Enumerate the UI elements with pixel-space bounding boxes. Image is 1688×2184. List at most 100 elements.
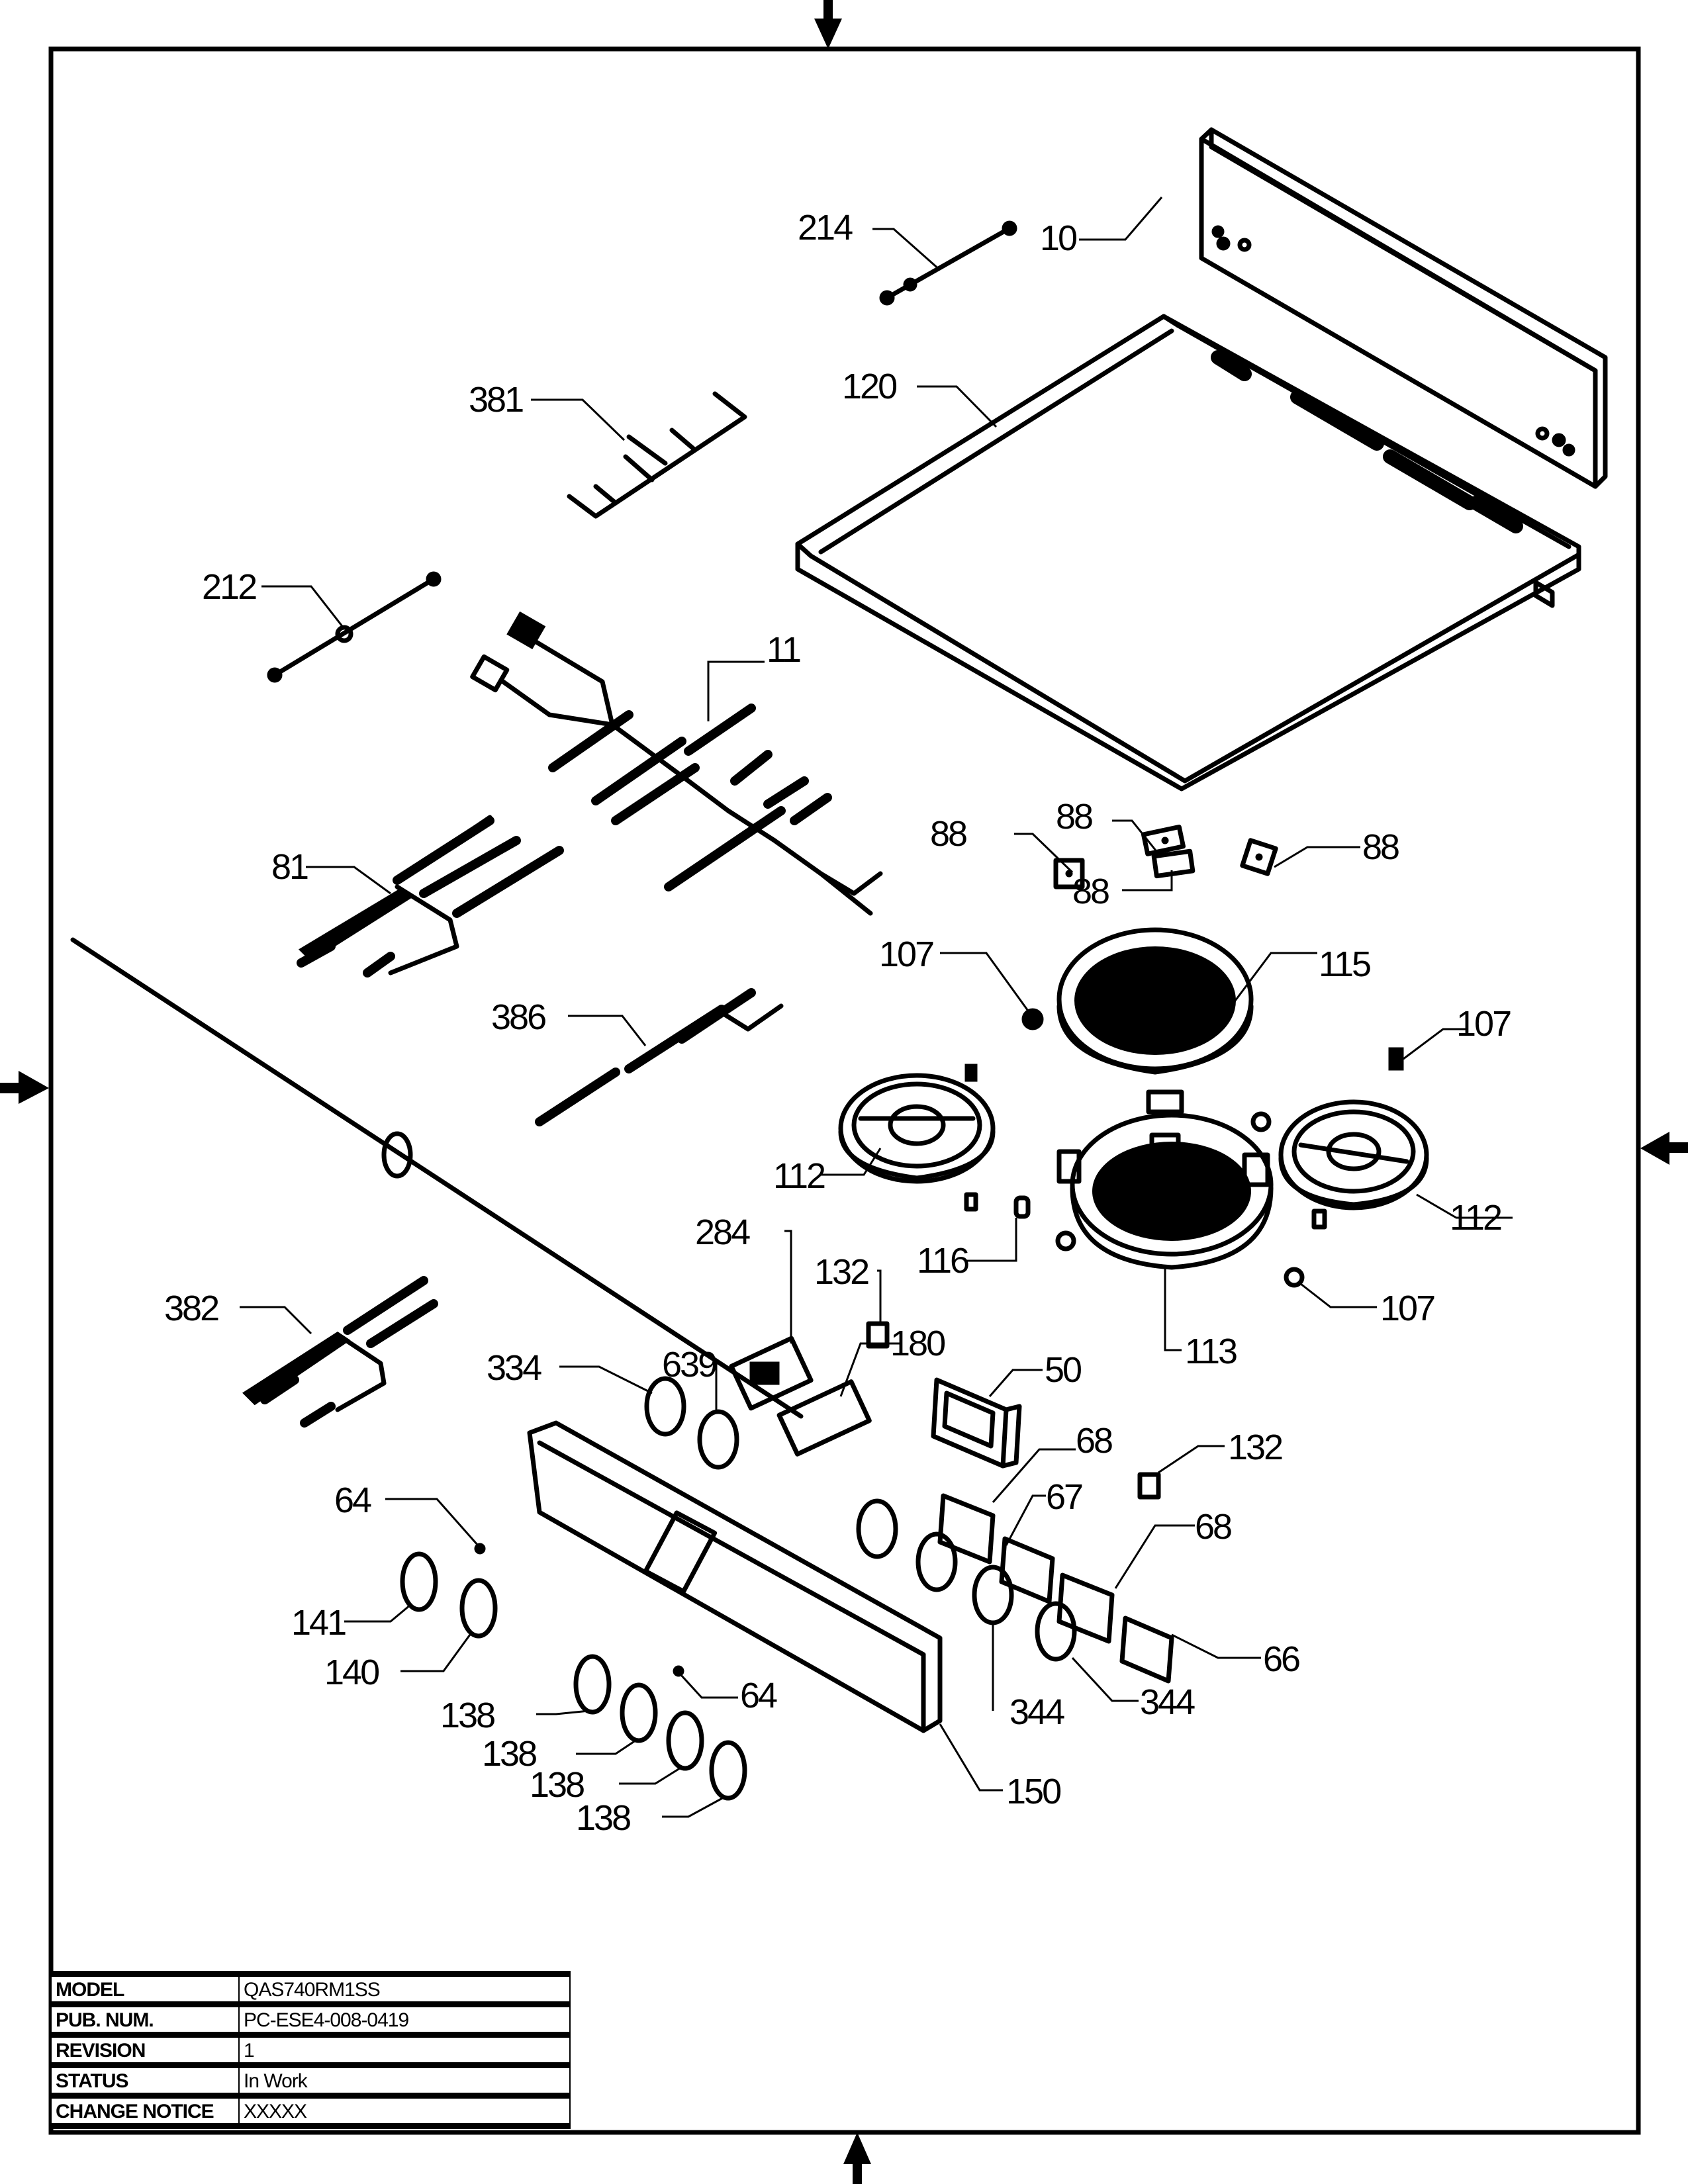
title-block-row-status: STATUS In Work [50, 2062, 571, 2097]
title-block: MODEL QAS740RM1SS PUB. NUM. PC-ESE4-008-… [50, 1971, 571, 2129]
callout-381: 381 [469, 380, 523, 420]
callout-112a: 112 [773, 1156, 825, 1196]
callout-344a: 344 [1009, 1692, 1064, 1732]
part-clip-116[interactable] [1013, 1195, 1031, 1219]
part-knob-141[interactable] [400, 1551, 438, 1612]
part-switch-132b[interactable] [1137, 1472, 1161, 1500]
callout-140: 140 [324, 1653, 379, 1692]
callout-120: 120 [842, 367, 896, 406]
part-indicator-88c[interactable] [1151, 848, 1196, 879]
pub-num-value: PC-ESE4-008-0419 [238, 2001, 571, 2036]
part-element-113[interactable] [1070, 1113, 1274, 1270]
callout-107c: 107 [1380, 1289, 1434, 1328]
part-clip-107a[interactable] [1021, 1008, 1044, 1030]
part-seal-639[interactable] [697, 1409, 739, 1470]
right-center-arrow [1640, 1132, 1688, 1165]
callout-138b: 138 [482, 1734, 536, 1774]
callout-88c: 88 [1362, 827, 1399, 867]
callout-88d: 88 [1072, 872, 1109, 911]
title-block-row-revision: REVISION 1 [50, 2032, 571, 2066]
bottom-center-arrow [843, 2132, 871, 2184]
revision-value: 1 [238, 2032, 571, 2066]
part-element-115[interactable] [1056, 927, 1254, 1075]
callout-88a: 88 [930, 814, 966, 854]
part-control-50[interactable] [931, 1377, 1022, 1469]
top-center-arrow [814, 0, 842, 49]
part-clip-107c[interactable] [1284, 1267, 1305, 1288]
title-block-row-change-notice: CHANGE NOTICE XXXXX [50, 2093, 571, 2129]
callout-138c: 138 [530, 1765, 584, 1805]
part-indicator-88a[interactable] [1053, 858, 1085, 889]
part-switch-66[interactable] [1119, 1615, 1174, 1684]
callout-112b: 112 [1450, 1198, 1501, 1238]
title-block-key: REVISION [50, 2032, 240, 2066]
callout-67: 67 [1046, 1477, 1082, 1517]
callout-212: 212 [202, 567, 256, 607]
part-relay-180[interactable] [776, 1379, 872, 1457]
callout-11: 11 [767, 630, 800, 670]
part-harness-81[interactable] [297, 815, 564, 978]
callout-107a: 107 [879, 934, 933, 974]
callout-214: 214 [798, 208, 853, 248]
callout-132a: 132 [814, 1252, 868, 1292]
part-clip-107b[interactable] [1388, 1047, 1404, 1071]
part-harness-382[interactable] [242, 1276, 438, 1428]
status-value: In Work [238, 2062, 571, 2097]
callout-107b: 107 [1456, 1004, 1511, 1044]
part-screw-64a[interactable] [474, 1543, 486, 1555]
part-cooktop-glass[interactable] [795, 314, 1581, 792]
title-block-key: MODEL [50, 1971, 240, 2005]
part-seal-344a[interactable] [972, 1565, 1014, 1625]
part-element-112b[interactable] [1278, 1099, 1429, 1210]
part-backguard[interactable] [1199, 127, 1608, 489]
part-knob-138a[interactable] [573, 1654, 612, 1715]
part-connectors [964, 1064, 1327, 1251]
part-seal-b[interactable] [915, 1531, 958, 1592]
callout-639: 639 [662, 1345, 716, 1385]
callout-68b: 68 [1195, 1507, 1231, 1547]
part-harness-381[interactable] [567, 391, 747, 519]
callout-68a: 68 [1076, 1421, 1112, 1461]
callout-66: 66 [1263, 1639, 1299, 1679]
left-center-arrow [0, 1071, 49, 1104]
part-knob-138b[interactable] [620, 1682, 658, 1743]
callout-284: 284 [695, 1212, 750, 1252]
part-switch-67[interactable] [999, 1536, 1055, 1604]
part-indicator-88b[interactable] [1141, 825, 1186, 856]
part-knob-138c[interactable] [666, 1710, 704, 1771]
part-control-panel-150[interactable] [527, 1420, 943, 1733]
part-indicator-88d[interactable] [1240, 838, 1278, 876]
title-block-row-model: MODEL QAS740RM1SS [50, 1971, 571, 2005]
part-main-harness[interactable] [470, 611, 883, 916]
drawing-frame [48, 46, 1641, 2135]
callout-116: 116 [917, 1241, 968, 1281]
callout-88b: 88 [1056, 797, 1092, 837]
part-seal-344b[interactable] [1035, 1601, 1077, 1662]
part-wire-212[interactable] [267, 571, 442, 683]
callout-386: 386 [491, 997, 545, 1037]
part-knob-140[interactable] [459, 1578, 498, 1639]
callout-113: 113 [1185, 1332, 1237, 1371]
part-switch-132a[interactable] [866, 1321, 890, 1349]
part-switch-68a[interactable] [937, 1493, 996, 1565]
part-element-112a[interactable] [838, 1073, 996, 1184]
title-block-key: PUB. NUM. [50, 2001, 240, 2036]
callout-150: 150 [1006, 1772, 1060, 1811]
callout-64b: 64 [740, 1676, 777, 1715]
part-wire-214[interactable] [879, 220, 1017, 306]
part-harness-386[interactable] [535, 988, 784, 1126]
callout-138d: 138 [576, 1798, 630, 1838]
callout-141: 141 [291, 1603, 346, 1643]
part-screw-64b[interactable] [673, 1665, 684, 1677]
part-knob-138d[interactable] [709, 1740, 747, 1801]
callout-382: 382 [164, 1289, 218, 1328]
part-switch-284[interactable] [729, 1336, 814, 1411]
part-long-wire[interactable] [70, 937, 804, 1419]
callout-180: 180 [890, 1324, 945, 1363]
callout-10: 10 [1040, 218, 1076, 258]
callout-81: 81 [271, 847, 308, 887]
part-seal-334[interactable] [644, 1376, 686, 1437]
part-seal-a[interactable] [856, 1498, 898, 1559]
leader-lines [240, 197, 1513, 1818]
